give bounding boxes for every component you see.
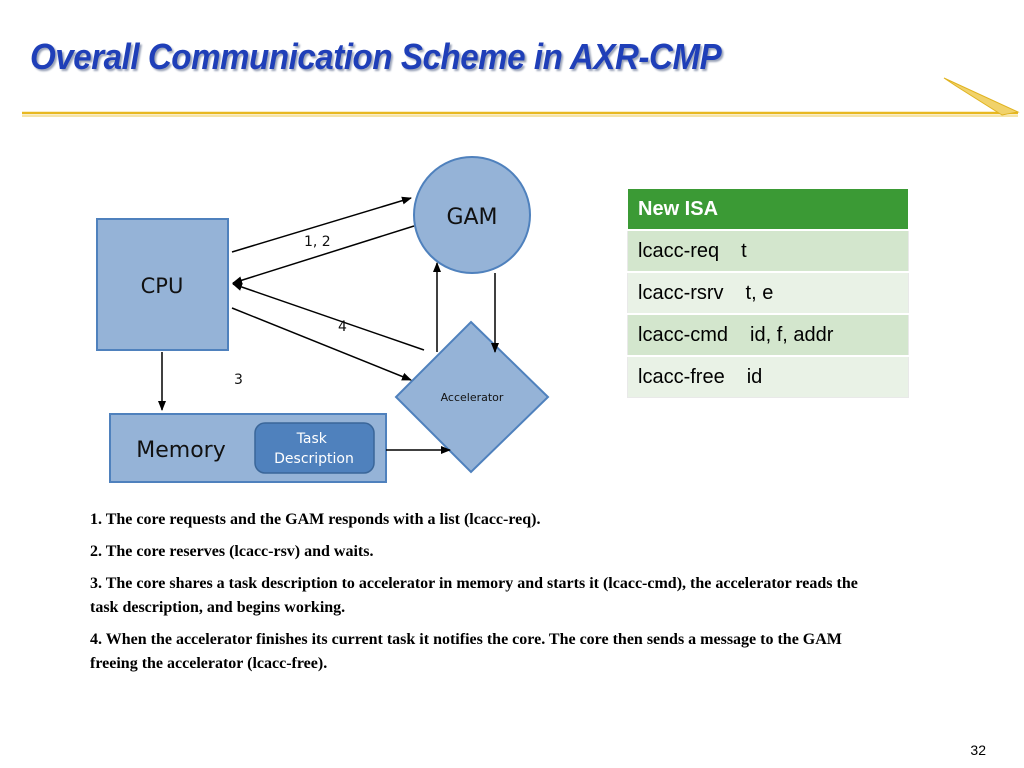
isa-args: t — [741, 239, 747, 262]
gam-label: GAM — [446, 205, 497, 230]
isa-header-row: New ISA — [627, 188, 909, 231]
table-row: lcacc-cmd id, f, addr — [627, 313, 909, 356]
arrow-cpu-to-gam — [231, 196, 412, 253]
table-row: lcacc-req t — [627, 229, 909, 272]
table-row: lcacc-free id — [627, 355, 909, 398]
cpu-node: CPU — [96, 218, 229, 351]
isa-header: New ISA — [627, 188, 909, 231]
isa-cell: lcacc-cmd id, f, addr — [627, 313, 909, 356]
table-row: lcacc-rsrv t, e — [627, 271, 909, 314]
isa-instruction: lcacc-cmd — [638, 323, 729, 346]
slide-title: Overall Communication Scheme in AXR-CMP — [30, 36, 722, 77]
accelerator-label: Accelerator — [441, 391, 504, 404]
edge-label-4: 4 — [338, 319, 347, 335]
isa-instruction: lcacc-req — [638, 239, 720, 262]
arrow-gam-to-cpu — [232, 225, 415, 285]
step-notes: 1. The core requests and the GAM respond… — [90, 508, 890, 684]
isa-cell: lcacc-req t — [627, 229, 909, 272]
task-description-label: Task Description — [274, 431, 354, 467]
isa-args: id, f, addr — [750, 323, 834, 346]
isa-cell: lcacc-rsrv t, e — [627, 271, 909, 314]
task-description-node: Task Description — [254, 422, 375, 474]
new-isa-table: New ISA lcacc-req t lcacc-rsrv t, e lcacc-… — [627, 188, 909, 398]
title-underline — [22, 77, 1020, 117]
cpu-label: CPU — [141, 274, 184, 298]
isa-cell: lcacc-free id — [627, 355, 909, 398]
isa-args: t, e — [745, 281, 774, 304]
isa-args: id — [746, 365, 763, 388]
isa-instruction: lcacc-free — [638, 365, 725, 388]
accelerator-node: Accelerator — [394, 320, 550, 474]
edge-label-3: 3 — [234, 372, 243, 388]
arrow-cpu-to-accelerator — [231, 307, 412, 381]
memory-label: Memory — [136, 438, 225, 463]
note-step-4: 4. When the accelerator finishes its cur… — [90, 631, 842, 672]
page-number: 32 — [970, 742, 986, 758]
arrow-accelerator-to-cpu — [232, 283, 425, 351]
edge-label-1-2: 1, 2 — [304, 234, 331, 250]
arrow-accent-icon — [943, 77, 1020, 116]
note-step-1: 1. The core requests and the GAM respond… — [90, 511, 541, 528]
note-step-3: 3. The core shares a task description to… — [90, 575, 858, 616]
note-step-2: 2. The core reserves (lcacc-rsv) and wai… — [90, 543, 374, 560]
isa-instruction: lcacc-rsrv — [638, 281, 724, 304]
gam-node: GAM — [413, 156, 531, 274]
